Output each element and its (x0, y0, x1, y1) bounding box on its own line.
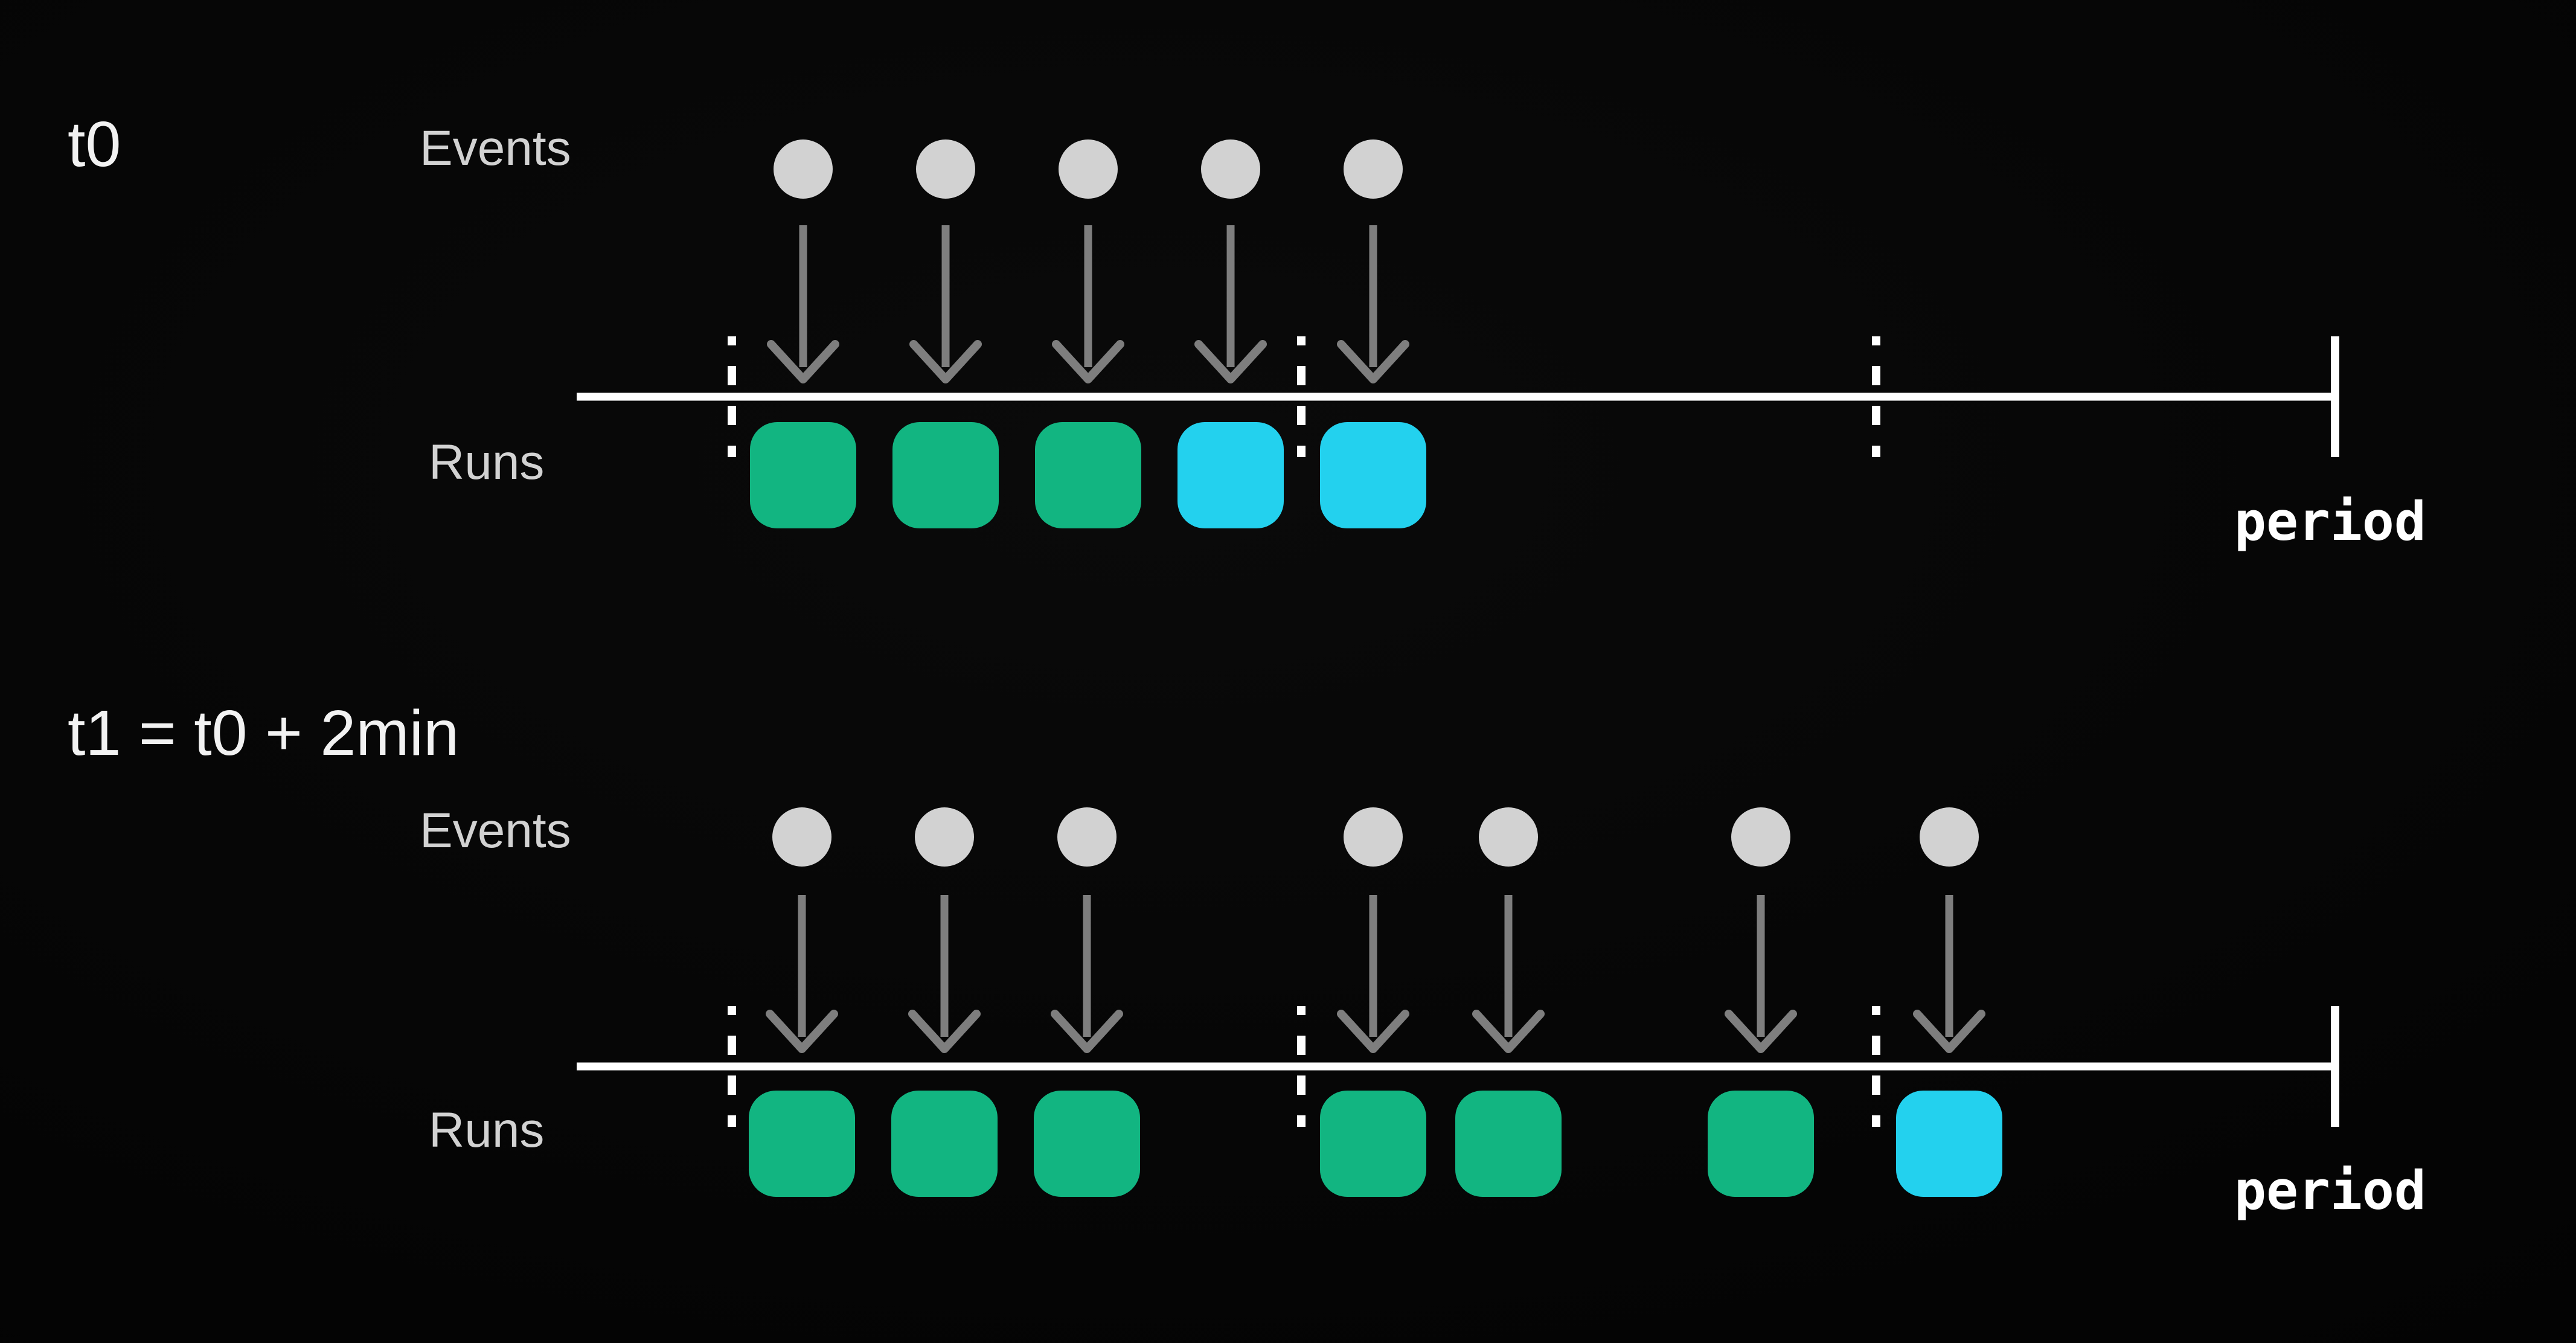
run-box-cyan (1320, 422, 1426, 528)
runs-row-label: Runs (429, 435, 545, 490)
run-box-green (1035, 422, 1141, 528)
period-end-tick (2331, 1006, 2339, 1127)
run-box-green (750, 422, 856, 528)
run-box-green (749, 1091, 855, 1197)
run-box-green (1034, 1091, 1140, 1197)
event-dot (1479, 807, 1538, 867)
arrowhead-icon (1337, 340, 1409, 383)
event-dot (772, 807, 831, 867)
runs-row-label: Runs (429, 1103, 545, 1158)
arrowhead-icon (767, 340, 839, 383)
period-label: period (2234, 1159, 2426, 1222)
arrowhead-icon (908, 1010, 981, 1053)
arrowhead-icon (1052, 340, 1124, 383)
arrowhead-icon (1051, 1010, 1123, 1053)
timeline-title: t0 (68, 108, 121, 180)
run-box-green (892, 422, 999, 528)
event-dot (1344, 807, 1403, 867)
event-dot (1344, 139, 1403, 199)
period-label: period (2234, 490, 2426, 553)
arrowhead-icon (1725, 1010, 1797, 1053)
run-box-cyan (1177, 422, 1284, 528)
timeline-line (577, 1062, 2335, 1071)
events-row-label: Events (420, 121, 571, 176)
event-dot (1057, 807, 1117, 867)
run-box-cyan (1896, 1091, 2002, 1197)
arrowhead-icon (1337, 1010, 1409, 1053)
arrowhead-icon (766, 1010, 838, 1053)
run-box-green (1320, 1091, 1426, 1197)
events-row-label: Events (420, 803, 571, 858)
event-dot (1920, 807, 1979, 867)
timeline-line (577, 393, 2335, 401)
event-dot (1201, 139, 1260, 199)
timeline-title: t1 = t0 + 2min (68, 697, 460, 769)
event-dot (915, 807, 974, 867)
arrowhead-icon (909, 340, 982, 383)
arrowhead-icon (1913, 1010, 1985, 1053)
run-box-green (891, 1091, 998, 1197)
event-dot (916, 139, 975, 199)
event-dot (1731, 807, 1790, 867)
run-box-green (1708, 1091, 1814, 1197)
run-box-green (1455, 1091, 1562, 1197)
period-end-tick (2331, 336, 2339, 457)
event-dot (1059, 139, 1118, 199)
arrowhead-icon (1472, 1010, 1545, 1053)
event-dot (774, 139, 833, 199)
arrowhead-icon (1194, 340, 1267, 383)
